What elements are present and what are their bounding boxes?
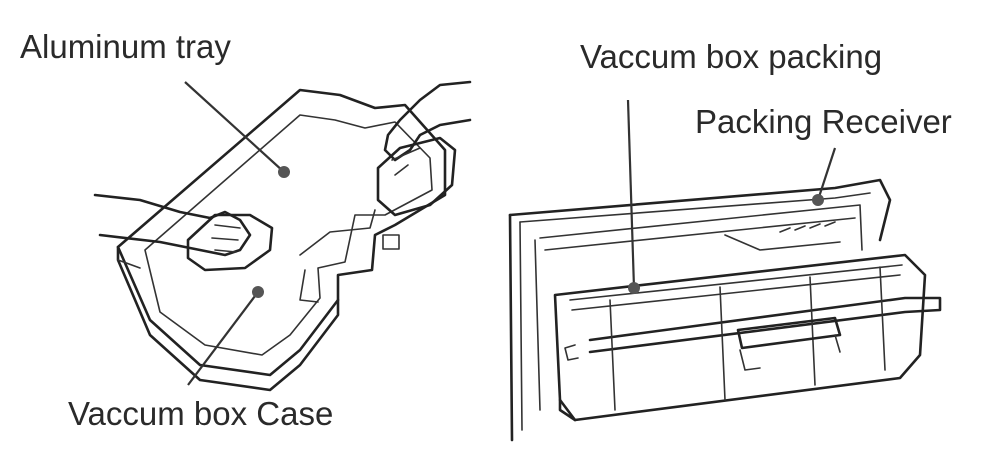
aluminum-tray-leader: [184, 81, 290, 178]
vacuum-box-drawer-illustration: [508, 178, 942, 442]
packing-receiver-label: Packing Receiver: [695, 103, 952, 140]
vacuum-box-case-label: Vaccum box Case: [68, 395, 333, 432]
right-hand-with-cloth-icon: [376, 80, 472, 217]
vacuum-box-case-illustration: [116, 88, 447, 392]
aluminum-tray-label: Aluminum tray: [20, 28, 231, 65]
vacuum-box-packing-label: Vaccum box packing: [580, 38, 882, 75]
left-hand-with-cloth-icon: [93, 193, 274, 272]
vacuum-box-case-leader: [187, 286, 264, 386]
vacuum-box-packing-leader: [626, 99, 640, 294]
packing-receiver-leader: [812, 147, 837, 206]
